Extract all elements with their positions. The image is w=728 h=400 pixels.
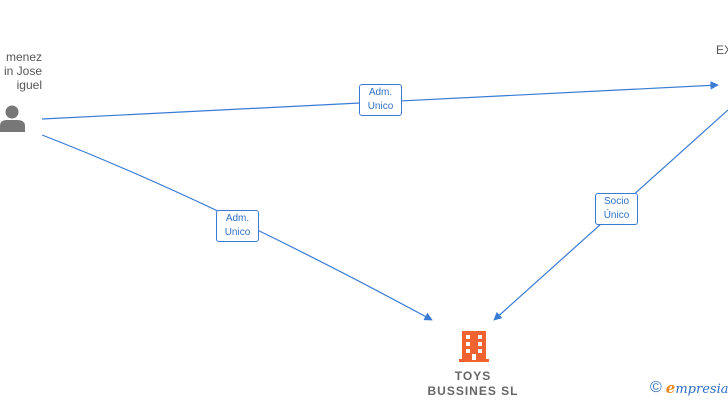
copyright-icon: © [650,379,662,396]
edge-label-topright-to-company[interactable]: Socio Único [595,193,638,225]
person-name[interactable]: menez in Jose iguel [3,50,42,92]
edge-label-person-to-topright[interactable]: Adm. Unico [359,84,402,116]
brand-logo: empresia [665,379,728,397]
company-name[interactable]: TOYS BUSSINES SL [427,369,519,398]
person-icon[interactable] [0,105,25,133]
edge-label-person-to-company[interactable]: Adm. Unico [216,210,259,242]
building-icon[interactable] [459,331,489,362]
top-right-node-name[interactable]: EX [716,43,728,57]
footer-brand[interactable]: © empresia [650,378,728,398]
